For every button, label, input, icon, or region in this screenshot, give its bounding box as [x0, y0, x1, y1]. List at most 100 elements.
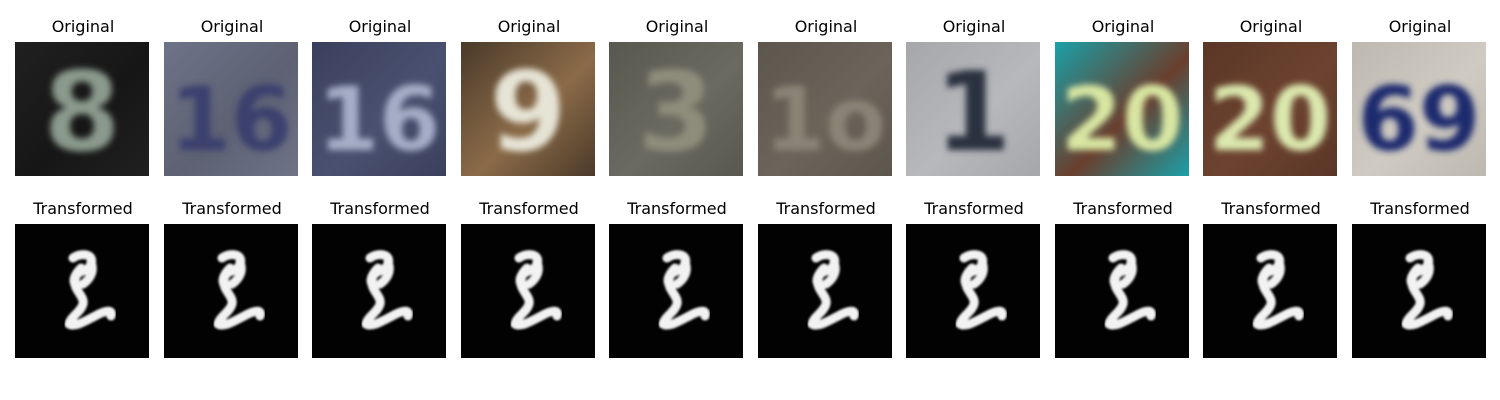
digit-stroke [213, 250, 265, 330]
transformed-image [461, 224, 595, 358]
transformed-image [312, 224, 446, 358]
transformed-row: Transformed Transformed Transformed Transfo… [0, 198, 1500, 368]
transformed-cell: Transformed [1055, 198, 1191, 368]
original-image: 16 [164, 42, 298, 176]
photo-background [312, 42, 446, 176]
transformed-label: Transformed [330, 199, 430, 218]
digit-stroke [64, 250, 116, 330]
original-label: Original [200, 17, 264, 36]
photo-background [1352, 42, 1486, 176]
transformed-cell: Transformed [1203, 198, 1339, 368]
original-image: 69 [1352, 42, 1486, 176]
transformed-image [1055, 224, 1189, 358]
house-number-digits: 3 [638, 48, 715, 176]
generated-digit-image [1203, 224, 1337, 358]
house-number-digits: 20 [1061, 68, 1183, 171]
house-number-digits: 16 [318, 68, 440, 171]
original-image: 1 [906, 42, 1040, 176]
generated-digit-image [164, 224, 298, 358]
house-number-digits: 9 [490, 48, 567, 176]
original-photo: 8 [15, 42, 149, 176]
original-cell: Original 20 [1203, 16, 1339, 186]
generated-digit-image [1055, 224, 1189, 358]
transformed-image [164, 224, 298, 358]
original-cell: Original 16 [312, 16, 448, 186]
original-photo: 20 [1055, 42, 1189, 176]
original-label: Original [1091, 17, 1155, 36]
original-cell: Original 9 [461, 16, 597, 186]
generated-digit-image [15, 224, 149, 358]
house-number-digits: 69 [1358, 68, 1480, 171]
original-label: Original [1239, 17, 1303, 36]
transformed-cell: Transformed [312, 198, 448, 368]
original-image: 3 [609, 42, 743, 176]
transformed-label: Transformed [1370, 199, 1470, 218]
original-label: Original [497, 17, 561, 36]
original-photo: 16 [164, 42, 298, 176]
generated-digit-image [312, 224, 446, 358]
original-cell: Original 20 [1055, 16, 1191, 186]
transformed-label: Transformed [479, 199, 579, 218]
photo-background [758, 42, 892, 176]
photo-background [1203, 42, 1337, 176]
photo-background [164, 42, 298, 176]
transformed-label: Transformed [33, 199, 133, 218]
digit-stroke [1252, 250, 1304, 330]
photo-background [1055, 42, 1189, 176]
original-image: 20 [1055, 42, 1189, 176]
original-photo: 1 [906, 42, 1040, 176]
original-label: Original [51, 17, 115, 36]
original-image: 8 [15, 42, 149, 176]
original-image: 1o [758, 42, 892, 176]
generated-digit-image [758, 224, 892, 358]
original-photo: 9 [461, 42, 595, 176]
original-photo: 1o [758, 42, 892, 176]
house-number-digits: 1 [935, 48, 1012, 176]
original-label: Original [794, 17, 858, 36]
transformed-label: Transformed [1073, 199, 1173, 218]
digit-stroke [1104, 250, 1156, 330]
transformed-label: Transformed [1221, 199, 1321, 218]
original-cell: Original 1 [906, 16, 1042, 186]
original-photo: 69 [1352, 42, 1486, 176]
original-image: 16 [312, 42, 446, 176]
transformed-label: Transformed [776, 199, 876, 218]
original-label: Original [645, 17, 709, 36]
photo-background [15, 42, 149, 176]
transformed-image [15, 224, 149, 358]
transformed-image [906, 224, 1040, 358]
original-cell: Original 8 [15, 16, 151, 186]
transformed-label: Transformed [182, 199, 282, 218]
transformed-image [758, 224, 892, 358]
generated-digit-image [906, 224, 1040, 358]
original-photo: 3 [609, 42, 743, 176]
original-cell: Original 1o [758, 16, 894, 186]
digit-stroke [807, 250, 859, 330]
original-label: Original [942, 17, 1006, 36]
original-label: Original [1388, 17, 1452, 36]
house-number-digits: 8 [44, 48, 121, 176]
transformed-cell: Transformed [906, 198, 1042, 368]
digit-stroke [1401, 250, 1453, 330]
transformed-image [1352, 224, 1486, 358]
digit-stroke [658, 250, 710, 330]
photo-background [609, 42, 743, 176]
house-number-digits: 1o [764, 68, 886, 171]
original-cell: Original 16 [164, 16, 300, 186]
transformed-image [1203, 224, 1337, 358]
generated-digit-image [1352, 224, 1486, 358]
photo-background [461, 42, 595, 176]
transformed-cell: Transformed [15, 198, 151, 368]
transformed-cell: Transformed [609, 198, 745, 368]
generated-digit-image [461, 224, 595, 358]
generated-digit-image [609, 224, 743, 358]
original-label: Original [348, 17, 412, 36]
digit-stroke [955, 250, 1007, 330]
original-photo: 20 [1203, 42, 1337, 176]
transformed-label: Transformed [627, 199, 727, 218]
original-image: 9 [461, 42, 595, 176]
transformed-image [609, 224, 743, 358]
house-number-digits: 16 [170, 68, 292, 171]
digit-stroke [361, 250, 413, 330]
